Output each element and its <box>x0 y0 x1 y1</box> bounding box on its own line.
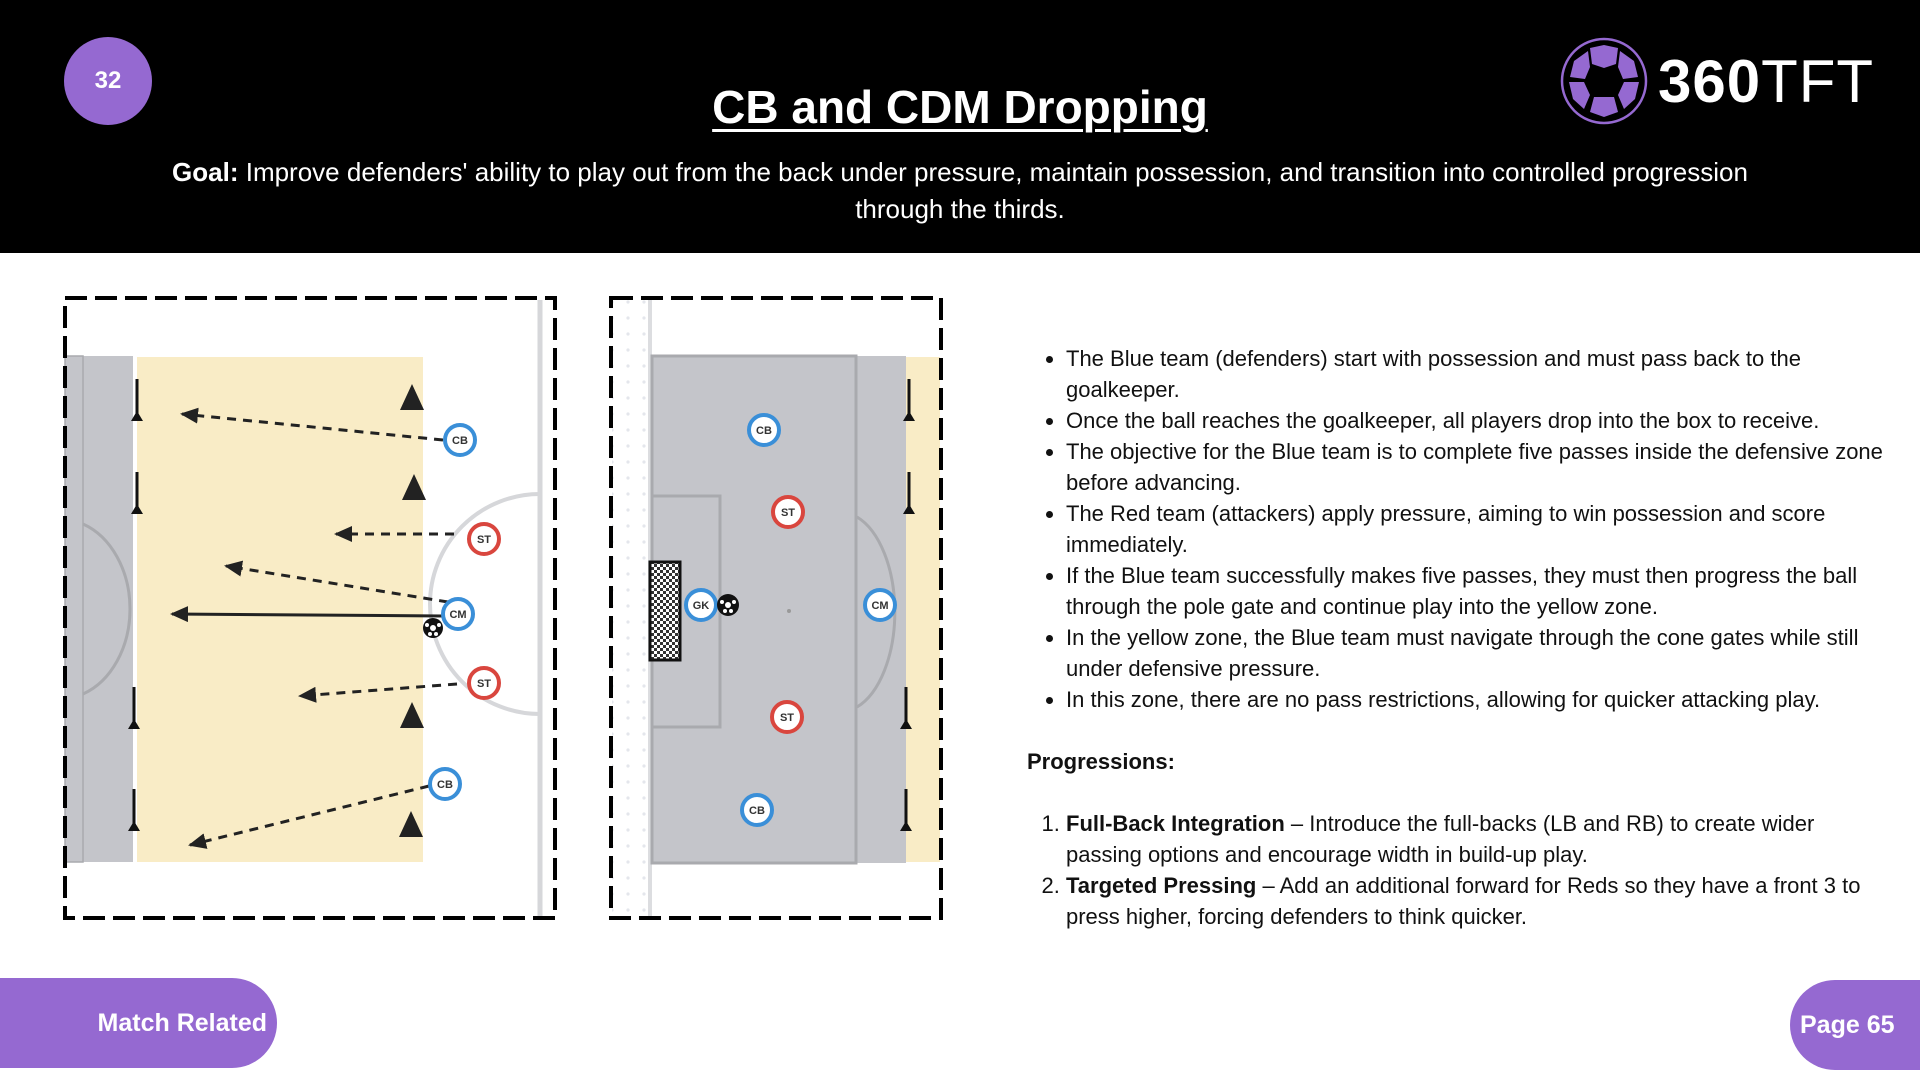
ball-icon <box>423 618 443 638</box>
diagram-border <box>63 296 557 920</box>
svg-text:ST: ST <box>477 678 491 690</box>
pole-gate-icon <box>128 379 143 831</box>
logo-text: 360TFT <box>1658 47 1874 116</box>
goal-text: Goal: Improve defenders' ability to play… <box>140 154 1780 228</box>
ball-icon <box>717 594 739 616</box>
instruction-item: Once the ball reaches the goalkeeper, al… <box>1066 405 1887 436</box>
cone-icon <box>399 384 426 837</box>
svg-text:CB: CB <box>452 435 468 447</box>
category-tag: Match Related <box>0 978 277 1068</box>
player-cm: CM <box>441 597 475 631</box>
progression-item: Targeted Pressing – Add an additional fo… <box>1066 870 1887 932</box>
instruction-item: The Red team (attackers) apply pressure,… <box>1066 498 1887 560</box>
goal-description: Improve defenders' ability to play out f… <box>245 157 1748 224</box>
svg-text:CM: CM <box>449 609 466 621</box>
brand-logo: 360TFT <box>1560 36 1874 126</box>
progressions-list: Full-Back Integration – Introduce the fu… <box>1027 808 1887 932</box>
progression-text: – Add an additional forward for Reds so … <box>1066 873 1861 929</box>
instruction-item: If the Blue team successfully makes five… <box>1066 560 1887 622</box>
progression-text: – Introduce the full-backs (LB and RB) t… <box>1066 811 1815 867</box>
player-st: ST <box>771 495 805 529</box>
player-cb: CB <box>443 423 477 457</box>
instructions-list: The Blue team (defenders) start with pos… <box>1027 343 1887 715</box>
svg-text:CM: CM <box>871 600 888 612</box>
goal-label: Goal: <box>172 157 239 187</box>
svg-text:ST: ST <box>781 507 795 519</box>
page-title: CB and CDM Dropping <box>712 81 1208 133</box>
session-number-badge: 32 <box>64 37 152 125</box>
progressions-heading: Progressions: <box>1027 749 1175 774</box>
player-st: ST <box>467 666 501 700</box>
instruction-item: The objective for the Blue team is to co… <box>1066 436 1887 498</box>
player-cb: CB <box>740 793 774 827</box>
page-number: Page 65 <box>1790 980 1920 1070</box>
pass-arrow <box>170 606 444 623</box>
logo-text-bold: 360 <box>1658 47 1762 115</box>
player-cb: CB <box>428 767 462 801</box>
instruction-item: In this zone, there are no pass restrict… <box>1066 684 1887 715</box>
svg-text:CB: CB <box>749 805 765 817</box>
pass-arrow <box>224 560 449 604</box>
instructions-panel: The Blue team (defenders) start with pos… <box>1027 343 1887 932</box>
instruction-item: In the yellow zone, the Blue team must n… <box>1066 622 1887 684</box>
soccer-ball-icon <box>1560 37 1648 125</box>
diagram-border <box>609 296 943 920</box>
player-cm: CM <box>863 588 897 622</box>
diagram-phase-2: CB ST GK CM ST CB <box>606 294 946 924</box>
instruction-item: The Blue team (defenders) start with pos… <box>1066 343 1887 405</box>
progression-title: Targeted Pressing <box>1066 873 1257 898</box>
svg-text:ST: ST <box>477 534 491 546</box>
grey-zone <box>65 356 133 862</box>
svg-text:GK: GK <box>693 600 710 612</box>
logo-text-light: TFT <box>1761 47 1875 115</box>
pass-arrow <box>180 407 444 442</box>
header-bar: 32 CB and CDM Dropping Goal: Improve def… <box>0 0 1920 253</box>
goal-net <box>648 560 682 662</box>
svg-text:CB: CB <box>756 425 772 437</box>
svg-text:ST: ST <box>780 712 794 724</box>
svg-text:CB: CB <box>437 779 453 791</box>
player-st: ST <box>770 700 804 734</box>
yellow-zone <box>906 357 940 862</box>
player-gk: GK <box>684 588 718 622</box>
player-cb: CB <box>747 413 781 447</box>
pole-gate-icon <box>900 379 915 831</box>
yellow-zone <box>137 357 423 862</box>
diagram-phase-1: CB ST CM ST CB <box>60 294 560 924</box>
progression-title: Full-Back Integration <box>1066 811 1285 836</box>
progression-item: Full-Back Integration – Introduce the fu… <box>1066 808 1887 870</box>
player-st: ST <box>467 522 501 556</box>
pass-arrow <box>298 682 458 703</box>
